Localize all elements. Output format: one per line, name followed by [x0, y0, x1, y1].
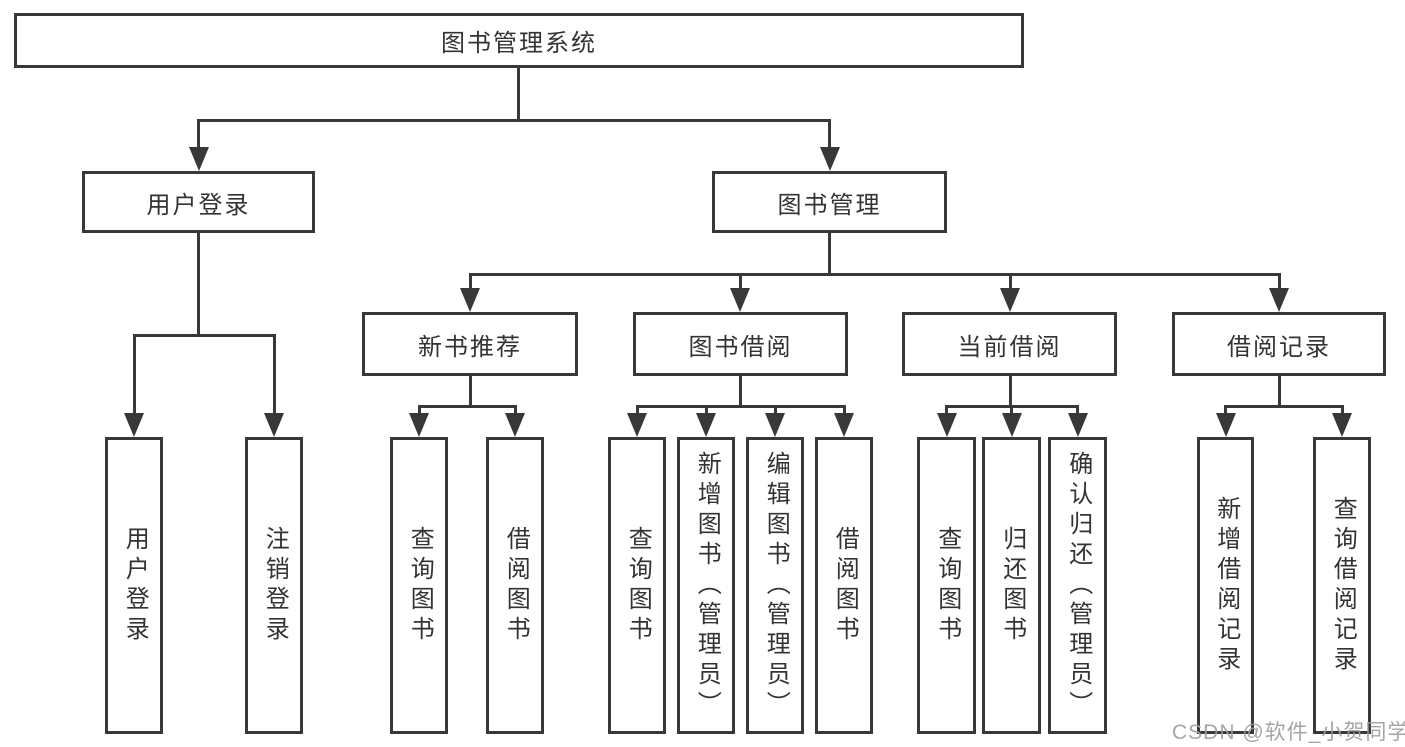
connector-line — [828, 233, 831, 276]
connector-line — [417, 405, 421, 416]
node-label: 查询图书 — [933, 525, 961, 646]
arrow-down-icon — [696, 413, 716, 437]
node-return-book: 归还图书 — [982, 437, 1041, 734]
node-current-borrowing: 当前借阅 — [902, 312, 1117, 376]
node-borrow-books-recommend: 借阅图书 — [486, 437, 544, 734]
arrow-down-icon — [1215, 413, 1236, 437]
node-label: 借阅图书 — [831, 525, 859, 646]
node-add-book-admin: 新增图书（管理员） — [677, 437, 735, 734]
node-edit-book-admin: 编辑图书（管理员） — [746, 437, 804, 734]
connector-line — [635, 405, 639, 416]
connector-line — [1224, 405, 1344, 408]
node-query-borrow-record: 查询借阅记录 — [1313, 437, 1371, 734]
node-label: 用户登录 — [146, 191, 251, 219]
connector-line — [272, 334, 276, 416]
arrow-down-icon — [819, 147, 840, 171]
node-label: 当前借阅 — [957, 333, 1062, 361]
node-library-management-system: 图书管理系统 — [14, 13, 1024, 68]
connector-line — [842, 405, 846, 416]
arrow-down-icon — [505, 413, 525, 437]
node-query-books-recommend: 查询图书 — [390, 437, 448, 734]
arrow-down-icon — [409, 413, 429, 437]
connector-line — [197, 119, 831, 122]
connector-line — [1277, 273, 1281, 291]
arrow-down-icon — [765, 413, 785, 437]
connector-line — [1340, 405, 1344, 416]
arrow-down-icon — [936, 413, 957, 437]
connector-line — [1076, 405, 1079, 416]
arrow-down-icon — [124, 413, 144, 437]
arrow-down-icon — [1332, 413, 1352, 437]
connector-line — [738, 273, 742, 291]
node-query-books-borrowing: 查询图书 — [608, 437, 666, 734]
connector-line — [738, 376, 742, 407]
node-label: 注销登录 — [261, 525, 289, 646]
node-label: 归还图书 — [998, 525, 1026, 646]
arrow-down-icon — [188, 147, 209, 171]
arrow-down-icon — [1001, 413, 1022, 437]
arrow-down-icon — [834, 413, 854, 437]
arrow-down-icon — [1067, 413, 1088, 437]
connector-line — [1224, 405, 1227, 416]
node-book-management: 图书管理 — [712, 171, 947, 233]
connector-line — [132, 334, 276, 337]
arrow-down-icon — [1000, 288, 1020, 312]
arrow-down-icon — [627, 413, 647, 437]
connector-line — [1008, 273, 1012, 291]
connector-line — [468, 376, 472, 407]
node-label: 查询图书 — [406, 525, 434, 646]
connector-line — [1010, 405, 1013, 416]
node-label: 借阅记录 — [1227, 333, 1331, 361]
connector-line — [1008, 376, 1012, 407]
node-label: 图书管理系统 — [441, 30, 597, 57]
connector-line — [417, 405, 517, 408]
node-label: 图书管理 — [777, 191, 882, 219]
node-label: 查询图书 — [624, 525, 652, 646]
arrow-down-icon — [460, 288, 480, 312]
node-logout-action: 注销登录 — [245, 437, 303, 734]
node-label: 新书推荐 — [418, 333, 522, 361]
connector-line — [945, 405, 948, 416]
node-borrow-books-action: 借阅图书 — [815, 437, 873, 734]
arrow-down-icon — [264, 413, 284, 437]
connector-line — [468, 273, 1281, 276]
connector-line — [513, 405, 517, 416]
node-label: 查询借阅记录 — [1329, 495, 1357, 676]
node-book-borrowing: 图书借阅 — [633, 312, 848, 376]
connector-line — [635, 405, 846, 408]
connector-line — [132, 334, 136, 416]
connector-line — [1277, 376, 1281, 407]
node-label: 确认归还（管理员） — [1064, 450, 1092, 721]
node-borrowing-records: 借阅记录 — [1172, 312, 1386, 376]
node-label: 编辑图书（管理员） — [762, 450, 790, 721]
node-label: 新增借阅记录 — [1212, 495, 1240, 676]
node-confirm-return-admin: 确认归还（管理员） — [1048, 437, 1107, 734]
connector-line — [704, 405, 708, 416]
node-label: 借阅图书 — [502, 525, 530, 646]
node-add-borrow-record: 新增借阅记录 — [1197, 437, 1254, 734]
connector-line — [828, 119, 831, 150]
connector-line — [773, 405, 777, 416]
watermark-text: CSDN @软件_小贺同学 — [1172, 721, 1405, 744]
connector-line — [197, 233, 200, 337]
connector-line — [197, 119, 200, 150]
node-new-book-recommendation: 新书推荐 — [362, 312, 578, 376]
node-query-books-current: 查询图书 — [917, 437, 976, 734]
node-label: 新增图书（管理员） — [693, 450, 721, 721]
connector-line — [516, 68, 520, 122]
arrow-down-icon — [730, 288, 750, 312]
node-label: 用户登录 — [121, 525, 149, 646]
connector-line — [468, 273, 472, 291]
arrow-down-icon — [1269, 288, 1289, 312]
node-user-login-action: 用户登录 — [105, 437, 163, 734]
node-label: 图书借阅 — [688, 333, 793, 361]
node-user-login: 用户登录 — [82, 171, 315, 233]
